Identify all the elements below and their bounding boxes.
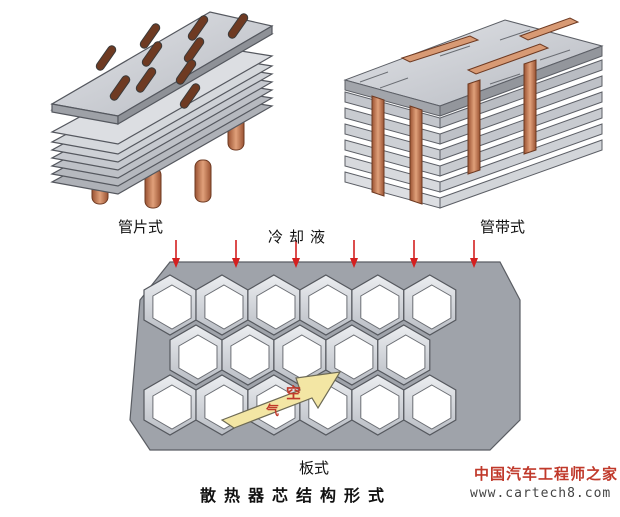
coolant-arrow-head: [470, 258, 478, 268]
tube-belt-label: 管带式: [480, 218, 526, 236]
diagram-caption: 散热器芯结构形式: [200, 486, 393, 505]
hex-cell-opening: [152, 384, 192, 430]
tube-fin-core: [50, 11, 274, 209]
hex-cell-opening: [230, 334, 270, 380]
tube-fin-plates: [50, 11, 274, 195]
coolant-arrow-head: [292, 258, 300, 268]
coolant-arrow-head: [172, 258, 180, 268]
tube-belt-tubes: [371, 17, 580, 205]
tube-fin-label: 管片式: [118, 218, 164, 236]
tube-fin-slots: [95, 13, 249, 109]
hex-cell-opening: [178, 334, 218, 380]
hex-cell-opening: [412, 284, 452, 330]
coolant-arrow-head: [232, 258, 240, 268]
watermark-logo-text: 中国汽车工程师之家: [474, 465, 619, 483]
hex-cell-opening: [204, 284, 244, 330]
coolant-arrow-head: [350, 258, 358, 268]
coolant-arrow-head: [410, 258, 418, 268]
hex-cell-opening: [152, 284, 192, 330]
plate-label: 板式: [299, 459, 330, 477]
tube-belt-louvers: [359, 29, 571, 89]
air-label-qi: 气: [266, 404, 280, 419]
hex-cell-opening: [412, 384, 452, 430]
air-arrow: [220, 371, 342, 429]
air-label-kong: 空: [286, 384, 302, 402]
hex-cell-opening: [334, 334, 374, 380]
watermark-url: www.cartech8.com: [470, 486, 612, 501]
coolant-label: 冷却液: [268, 228, 332, 246]
hex-cell-opening: [360, 384, 400, 430]
hex-cell-opening: [308, 284, 348, 330]
plate-core: [129, 261, 521, 451]
tube-belt-core: [343, 17, 604, 209]
hex-cell-opening: [256, 284, 296, 330]
hex-cell-opening: [360, 284, 400, 330]
hex-cell-opening: [386, 334, 426, 380]
coolant-arrows: [172, 240, 478, 268]
